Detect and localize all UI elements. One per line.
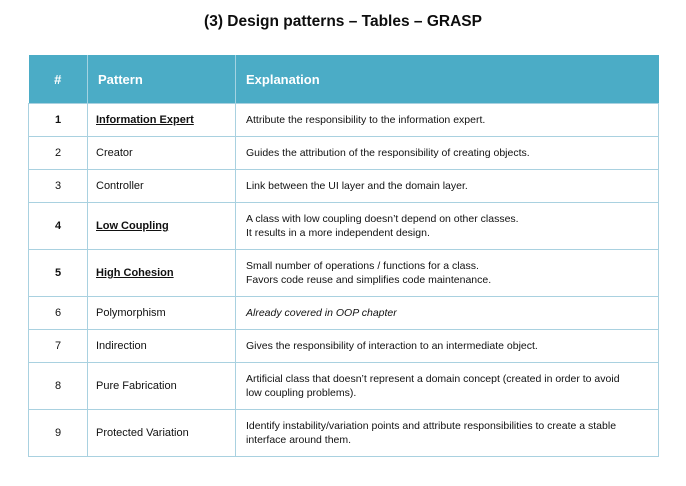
pattern-name-text: Low Coupling [96, 220, 169, 232]
explanation-line: Attribute the responsibility to the info… [246, 114, 486, 126]
grasp-patterns-table: # Pattern Explanation 1 Information Exper… [28, 55, 659, 457]
table-row: 7 Indirection Gives the responsibility of … [28, 329, 659, 363]
row-number: 5 [28, 249, 88, 297]
explanation-line: low coupling problems). [246, 387, 357, 399]
explanation-line: Already covered in OOP chapter [246, 307, 397, 319]
explanation-line: interface around them. [246, 434, 352, 446]
pattern-explanation: Artificial class that doesn’t represent … [235, 362, 659, 410]
column-header-explanation: Explanation [235, 55, 659, 104]
table-body: 1 Information Expert Attribute the respons… [28, 103, 659, 457]
explanation-line: Link between the UI layer and the domain… [246, 180, 468, 192]
explanation-line: It results in a more independent design. [246, 227, 430, 239]
row-number: 4 [28, 202, 88, 250]
table-row: 3 Controller Link between the UI layer and… [28, 169, 659, 203]
explanation-line: A class with low coupling doesn’t depend… [246, 213, 519, 225]
table-row: 1 Information Expert Attribute the respons… [28, 103, 659, 137]
pattern-name-text: Information Expert [96, 114, 194, 126]
row-number: 6 [28, 296, 88, 330]
pattern-name-text: Protected Variation [96, 427, 189, 439]
row-number: 8 [28, 362, 88, 410]
table-header-row: # Pattern Explanation [28, 55, 659, 104]
pattern-explanation: Attribute the responsibility to the info… [235, 103, 659, 137]
pattern-explanation: Identify instability/variation points an… [235, 409, 659, 457]
table-row: 6 Polymorphism Already covered in OOP chap… [28, 296, 659, 330]
row-number: 3 [28, 169, 88, 203]
row-number: 7 [28, 329, 88, 363]
row-number: 1 [28, 103, 88, 137]
row-number: 9 [28, 409, 88, 457]
pattern-explanation: Gives the responsibility of interaction … [235, 329, 659, 363]
explanation-line: Guides the attribution of the responsibi… [246, 147, 530, 159]
pattern-explanation: Small number of operations / functions f… [235, 249, 659, 297]
pattern-name-text: High Cohesion [96, 267, 174, 279]
explanation-line: Identify instability/variation points an… [246, 420, 617, 432]
column-header-pattern: Pattern [87, 55, 236, 104]
pattern-name-text: Indirection [96, 340, 147, 352]
pattern-name-text: Polymorphism [96, 307, 166, 319]
pattern-name: Low Coupling [87, 202, 236, 250]
pattern-name: Polymorphism [87, 296, 236, 330]
table-row: 4 Low Coupling A class with low coupling d… [28, 202, 659, 250]
pattern-name-text: Creator [96, 147, 133, 159]
pattern-name: Creator [87, 136, 236, 170]
pattern-explanation: Link between the UI layer and the domain… [235, 169, 659, 203]
pattern-name: High Cohesion [87, 249, 236, 297]
pattern-name: Protected Variation [87, 409, 236, 457]
table-row: 8 Pure Fabrication Artificial class that d… [28, 362, 659, 410]
explanation-line: Favors code reuse and simplifies code ma… [246, 274, 492, 286]
page-title: (3) Design patterns – Tables – GRASP [204, 13, 482, 30]
row-number: 2 [28, 136, 88, 170]
pattern-explanation: Guides the attribution of the responsibi… [235, 136, 659, 170]
explanation-line: Gives the responsibility of interaction … [246, 340, 538, 352]
pattern-name: Pure Fabrication [87, 362, 236, 410]
pattern-explanation: A class with low coupling doesn’t depend… [235, 202, 659, 250]
pattern-name: Information Expert [87, 103, 236, 137]
column-header-number: # [28, 55, 88, 104]
table-row: 5 High Cohesion Small number of operations… [28, 249, 659, 297]
pattern-name-text: Controller [96, 180, 144, 192]
pattern-name: Indirection [87, 329, 236, 363]
table-row: 2 Creator Guides the attribution of the re… [28, 136, 659, 170]
pattern-name: Controller [87, 169, 236, 203]
table-row: 9 Protected Variation Identify instability… [28, 409, 659, 457]
explanation-line: Artificial class that doesn’t represent … [246, 373, 620, 385]
pattern-explanation: Already covered in OOP chapter [235, 296, 659, 330]
pattern-name-text: Pure Fabrication [96, 380, 177, 392]
explanation-line: Small number of operations / functions f… [246, 260, 479, 272]
